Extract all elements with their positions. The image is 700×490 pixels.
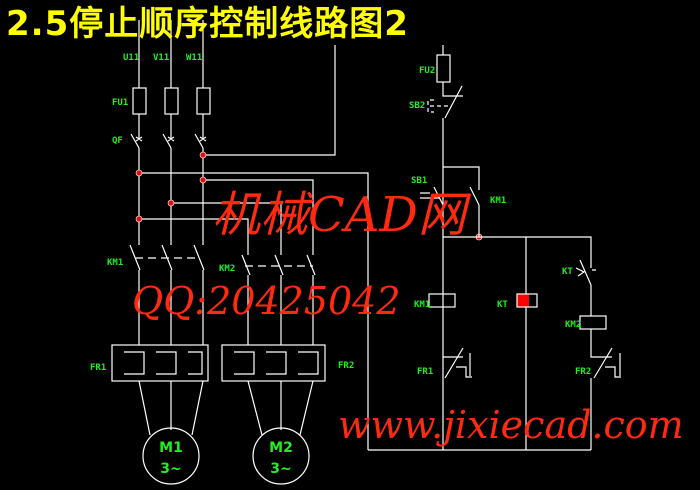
label-kt-contact: KT [562,267,573,277]
label-fr2-contact: FR2 [575,367,591,377]
km1-aux-contact [469,186,480,206]
label-km1-coil: KM1 [414,300,430,310]
kt-coil-fill [517,294,529,307]
qf-breaker-contacts [135,136,207,142]
fuse-fu1-l1 [132,87,147,115]
label-m1: M1 [159,440,183,456]
label-fr2: FR2 [338,361,354,371]
label-u11: U11 [123,53,139,63]
fr2-contact [593,347,621,379]
fuse-fu1-l2 [164,87,179,115]
kt-coil [516,293,538,308]
drawing-title: 2.5停止顺序控制线路图2 [6,4,409,44]
km1-coil [428,293,456,308]
motor-m1 [142,427,200,485]
label-m2: M2 [269,440,293,456]
label-qf: QF [112,136,123,146]
control-circuit [368,45,621,451]
fuse-fu1-l3 [196,87,211,115]
motor-m2 [252,427,310,485]
junction-nodes [135,151,483,241]
km2-coil [579,315,607,330]
fr1-contact [443,347,472,379]
sb1-start-button [433,186,444,206]
sb2-stop-button [444,85,463,119]
fuse-fu2 [436,54,451,83]
label-sb1: SB1 [411,176,427,186]
kt-timer-contact [575,259,596,286]
label-kt-coil: KT [497,300,508,310]
label-m2-phase: 3~ [270,461,291,477]
label-fu1: FU1 [112,98,128,108]
watermark-url: www.jixiecad.com [338,403,684,447]
label-fr1-contact: FR1 [417,367,433,377]
label-sb2: SB2 [409,101,425,111]
main-circuit [111,20,369,485]
label-km2: KM2 [219,264,235,274]
label-km2-coil: KM2 [565,320,581,330]
fr2-thermal-relay [221,344,326,382]
label-w11: W11 [186,53,202,63]
label-fu2: FU2 [419,66,435,76]
watermark-site-name: 机械CAD网 [212,187,466,243]
fr1-thermal-relay [111,344,209,382]
label-km1: KM1 [107,258,123,268]
km2-main-contacts [241,254,316,276]
label-v11: V11 [153,53,169,63]
label-fr1: FR1 [90,363,106,373]
watermark-qq: QQ:20425042 [132,279,401,323]
label-km1-aux: KM1 [490,196,506,206]
label-m1-phase: 3~ [160,461,181,477]
